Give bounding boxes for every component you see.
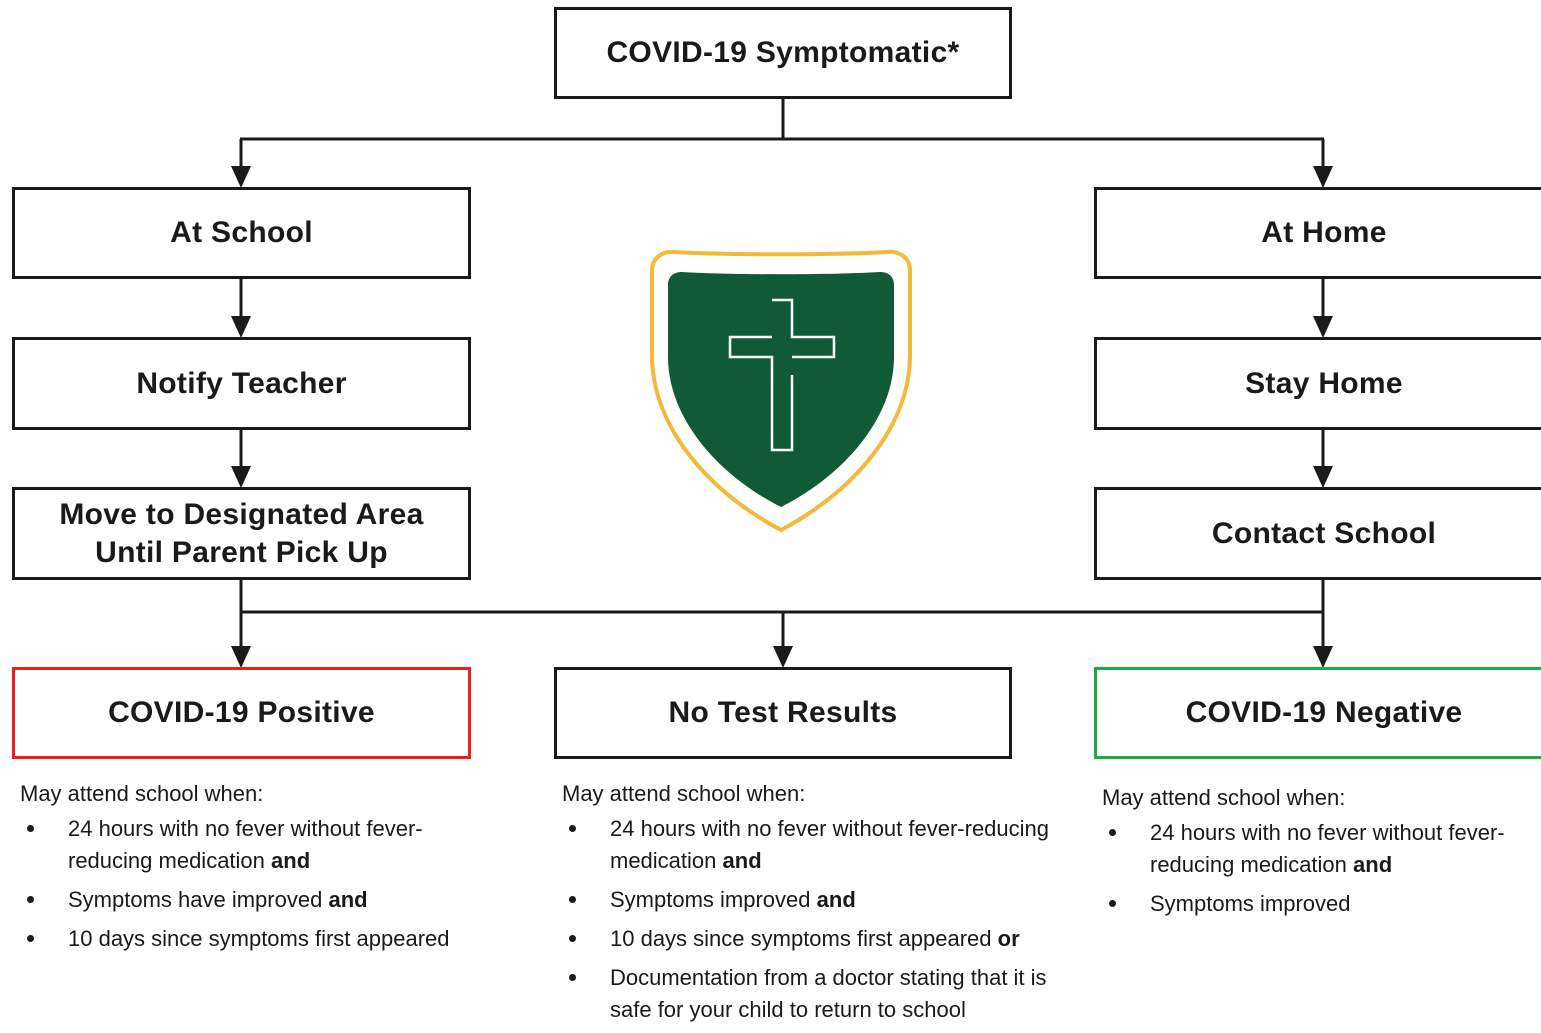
stay-home-label: Stay Home bbox=[1245, 366, 1403, 400]
positive-criteria-list: 24 hours with no fever without fever-red… bbox=[20, 813, 490, 955]
at-home-label: At Home bbox=[1261, 216, 1387, 250]
shield-body bbox=[668, 272, 894, 507]
list-item: Documentation from a doctor stating that… bbox=[562, 962, 1062, 1026]
arrow-positive bbox=[231, 646, 251, 668]
positive-criteria: May attend school when: 24 hours with no… bbox=[20, 776, 490, 962]
list-item: Symptoms improved bbox=[1102, 888, 1534, 920]
root-label: COVID-19 Symptomatic* bbox=[606, 36, 960, 70]
arrow-at-home bbox=[1313, 166, 1333, 188]
arrow-move-area bbox=[231, 466, 251, 488]
covid-positive-box: COVID-19 Positive bbox=[12, 667, 471, 759]
at-school-box: At School bbox=[12, 187, 471, 279]
covid-positive-label: COVID-19 Positive bbox=[108, 696, 375, 730]
notify-teacher-box: Notify Teacher bbox=[12, 337, 471, 430]
cross-outline bbox=[728, 298, 836, 452]
move-area-line2: Until Parent Pick Up bbox=[95, 535, 388, 569]
notify-teacher-label: Notify Teacher bbox=[136, 366, 347, 400]
arrow-contact-school bbox=[1313, 466, 1333, 488]
arrow-notify-teacher bbox=[231, 316, 251, 338]
list-item: 24 hours with no fever without fever-red… bbox=[1102, 817, 1534, 881]
move-area-box: Move to Designated Area Until Parent Pic… bbox=[12, 487, 471, 580]
root-box: COVID-19 Symptomatic* bbox=[554, 7, 1012, 99]
covid-negative-label: COVID-19 Negative bbox=[1185, 696, 1463, 730]
contact-school-label: Contact School bbox=[1211, 516, 1437, 550]
positive-criteria-heading: May attend school when: bbox=[20, 781, 264, 806]
at-school-label: At School bbox=[170, 216, 313, 250]
contact-school-box: Contact School bbox=[1094, 487, 1541, 580]
no-test-criteria-list: 24 hours with no fever without fever-red… bbox=[562, 813, 1062, 1025]
arrow-no-test bbox=[773, 646, 793, 668]
negative-criteria-heading: May attend school when: bbox=[1102, 785, 1346, 810]
at-home-box: At Home bbox=[1094, 187, 1541, 279]
arrow-stay-home bbox=[1313, 316, 1333, 338]
list-item: 10 days since symptoms first appeared or bbox=[562, 923, 1062, 955]
list-item: 24 hours with no fever without fever-red… bbox=[562, 813, 1062, 877]
list-item: 24 hours with no fever without fever-red… bbox=[20, 813, 490, 877]
no-test-criteria: May attend school when: 24 hours with no… bbox=[562, 776, 1062, 1033]
list-item: 10 days since symptoms first appeared bbox=[20, 923, 490, 955]
list-item: Symptoms improved and bbox=[562, 884, 1062, 916]
move-area-line1: Move to Designated Area bbox=[59, 498, 424, 531]
list-item: Symptoms have improved and bbox=[20, 884, 490, 916]
arrow-negative bbox=[1313, 646, 1333, 668]
negative-criteria-list: 24 hours with no fever without fever-red… bbox=[1102, 817, 1534, 920]
no-test-criteria-heading: May attend school when: bbox=[562, 781, 806, 806]
no-test-results-label: No Test Results bbox=[668, 696, 898, 730]
cross-shield-icon bbox=[650, 249, 912, 533]
stay-home-box: Stay Home bbox=[1094, 337, 1541, 430]
negative-criteria: May attend school when: 24 hours with no… bbox=[1102, 780, 1534, 927]
arrow-at-school bbox=[231, 166, 251, 188]
no-test-results-box: No Test Results bbox=[554, 667, 1012, 759]
covid-negative-box: COVID-19 Negative bbox=[1094, 667, 1541, 759]
